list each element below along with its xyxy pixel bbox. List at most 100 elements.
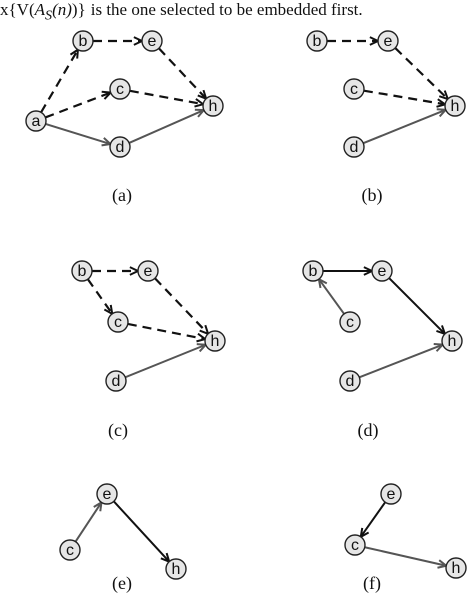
- header-closing: )}: [71, 0, 86, 19]
- edge-c-e: [74, 500, 103, 543]
- node-h: h: [441, 330, 463, 352]
- node-b: b: [71, 260, 93, 282]
- node-e: e: [377, 30, 399, 52]
- panel-a: a b c d e h (a): [25, 30, 224, 206]
- panel-d: b c d e h (d): [302, 260, 463, 441]
- node-c: c: [339, 311, 361, 333]
- edge-a-d: [45, 123, 113, 147]
- header-symbol: V(: [16, 0, 35, 19]
- node-h: h: [202, 95, 224, 117]
- panel-caption: (b): [362, 185, 383, 206]
- node-c: c: [107, 311, 129, 333]
- edge-d-h: [362, 108, 448, 145]
- panel-c: b c d e h (c): [71, 260, 226, 441]
- node-a: a: [25, 110, 47, 132]
- node-label-h: h: [451, 98, 460, 115]
- panel-caption: (a): [112, 185, 132, 206]
- edge-c-h: [363, 89, 448, 108]
- node-c: c: [109, 78, 131, 100]
- node-e: e: [141, 30, 163, 52]
- node-label-h: h: [172, 561, 181, 578]
- node-d: d: [343, 136, 365, 158]
- edge-a-b: [40, 47, 80, 113]
- node-b: b: [72, 30, 94, 52]
- panel-f: c e h (f): [344, 483, 467, 594]
- edge-c-h: [127, 322, 208, 343]
- panel-caption: (d): [358, 420, 379, 441]
- node-e: e: [371, 260, 393, 282]
- edge-d-h: [128, 108, 206, 144]
- node-label-e: e: [103, 486, 112, 503]
- node-label-e: e: [384, 33, 393, 50]
- node-label-e: e: [148, 33, 157, 50]
- node-label-d: d: [350, 139, 359, 156]
- edge-e-h: [154, 277, 210, 336]
- node-b: b: [302, 260, 324, 282]
- arrowhead: [196, 332, 208, 343]
- node-label-c: c: [346, 314, 354, 331]
- edge-b-e: [323, 266, 375, 276]
- node-e: e: [137, 260, 159, 282]
- panel-b: b c d e h (b): [306, 30, 466, 206]
- node-c: c: [343, 78, 365, 100]
- node-d: d: [109, 136, 131, 158]
- node-label-d: d: [116, 139, 125, 156]
- node-label-e: e: [378, 263, 387, 280]
- edge-e-h: [388, 277, 447, 336]
- edge-e-h: [158, 47, 208, 101]
- node-label-c: c: [116, 81, 124, 98]
- node-label-b: b: [79, 33, 88, 50]
- node-c: c: [344, 534, 366, 556]
- node-label-e: e: [144, 263, 153, 280]
- edge-b-e: [92, 266, 141, 276]
- node-label-b: b: [313, 33, 322, 50]
- edge-b-e: [327, 36, 381, 46]
- node-d: d: [105, 370, 127, 392]
- edge-c-h: [129, 89, 206, 108]
- header-prefix: x{: [0, 0, 17, 19]
- edge-c-b: [317, 277, 345, 315]
- node-label-h: h: [211, 333, 220, 350]
- node-label-d: d: [346, 373, 355, 390]
- node-label-b: b: [78, 263, 87, 280]
- node-label-h: h: [452, 560, 461, 577]
- node-c: c: [59, 539, 81, 561]
- panel-caption: (c): [108, 420, 128, 441]
- node-label-a: a: [32, 113, 41, 130]
- node-b: b: [306, 30, 328, 52]
- panel-e: c e h (e): [59, 483, 187, 594]
- panel-caption: (f): [363, 573, 381, 594]
- edge-e-h: [113, 500, 171, 564]
- node-label-c: c: [351, 537, 359, 554]
- edge-b-e: [93, 36, 145, 46]
- node-h: h: [444, 95, 466, 117]
- edge-e-c: [359, 501, 387, 539]
- node-e: e: [96, 483, 118, 505]
- node-label-c: c: [350, 81, 358, 98]
- node-d: d: [339, 370, 361, 392]
- node-label-h: h: [209, 98, 218, 115]
- node-label-e: e: [387, 486, 396, 503]
- edge-e-h: [394, 47, 450, 101]
- arrowhead: [129, 266, 141, 276]
- edge-b-c: [86, 278, 114, 316]
- edge-d-h: [358, 342, 445, 379]
- header-text: x{V(AS(n))}is the one selected to be emb…: [0, 0, 474, 24]
- node-label-d: d: [112, 373, 121, 390]
- header-sentence: is the one selected to be embedded first…: [90, 0, 363, 19]
- panel-caption: (e): [112, 573, 132, 594]
- node-label-h: h: [448, 333, 457, 350]
- edge-a-c: [44, 90, 113, 119]
- node-h: h: [165, 558, 187, 580]
- node-label-b: b: [309, 263, 318, 280]
- node-e: e: [380, 483, 402, 505]
- header-formula: A: [34, 0, 46, 19]
- header-subscript: S: [45, 7, 53, 24]
- edge-d-h: [124, 343, 208, 379]
- arrowhead: [133, 36, 145, 46]
- node-h: h: [445, 557, 467, 579]
- edge-c-h: [364, 546, 449, 569]
- node-label-c: c: [66, 542, 74, 559]
- header-formula-rest: (n): [52, 0, 72, 19]
